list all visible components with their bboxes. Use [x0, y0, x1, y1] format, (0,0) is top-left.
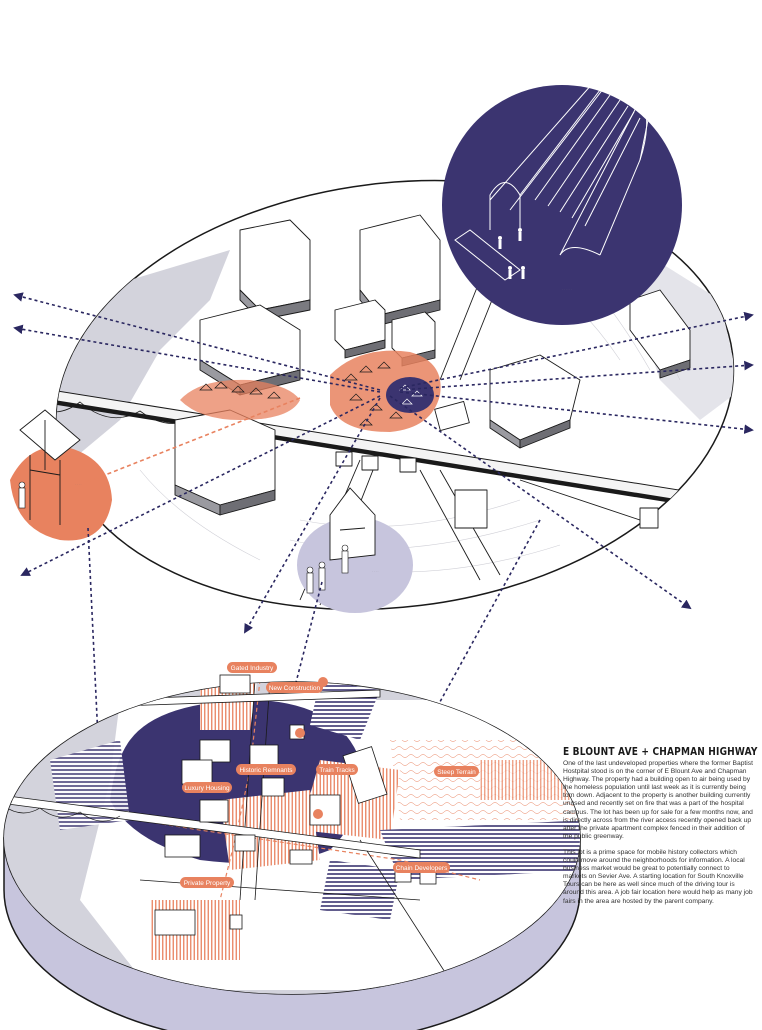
orange-connector	[61, 397, 301, 493]
map-tag-luxury-housing: Luxury Housing	[182, 782, 232, 793]
map-tag-private-property: Private Property	[180, 877, 234, 888]
kiosk-callout: · · · · ·	[10, 409, 112, 541]
svg-text:· · · · · ·: · · · · · ·	[562, 287, 572, 291]
lower-site-map	[3, 674, 581, 1030]
map-tags: Gated Industry New Construction Historic…	[180, 662, 479, 888]
info-paragraph-2: This lot is a prime space for mobile his…	[563, 848, 753, 905]
map-tag-chain-developers: Chain Developers	[393, 862, 450, 873]
dashed-connectors	[13, 292, 754, 886]
map-tag-gated-industry: Gated Industry	[227, 662, 277, 673]
svg-text:Chain Developers: Chain Developers	[396, 865, 448, 872]
svg-text:· · · · ·: · · · · ·	[75, 482, 83, 486]
map-tag-train-tracks: Train Tracks	[316, 764, 358, 775]
svg-text:Steep Terrain: Steep Terrain	[437, 769, 476, 776]
pavilion-callout: · · · · · ·	[442, 74, 682, 325]
buildings-top	[174, 214, 691, 529]
svg-text:· · · ·: · · · ·	[372, 569, 379, 573]
svg-text:Train Tracks: Train Tracks	[319, 767, 355, 774]
info-panel: E BLOUNT AVE + CHAPMAN HIGHWAY One of th…	[563, 746, 758, 914]
map-tag-new-construction: New Construction	[266, 682, 323, 693]
info-title: E BLOUNT AVE + CHAPMAN HIGHWAY	[563, 746, 758, 758]
map-tag-historic-remnants: Historic Remnants	[236, 764, 296, 775]
svg-text:Historic Remnants: Historic Remnants	[239, 767, 293, 774]
navy-activity-zone	[386, 377, 434, 413]
svg-text:New Construction: New Construction	[269, 685, 321, 692]
svg-text:Luxury Housing: Luxury Housing	[184, 785, 230, 792]
info-paragraph-1: One of the last undeveloped properties w…	[563, 760, 753, 840]
booth-callout: · · · ·	[297, 487, 413, 613]
map-tag-steep-terrain: Steep Terrain	[434, 766, 479, 777]
svg-text:Private Property: Private Property	[184, 880, 231, 887]
svg-text:Gated Industry: Gated Industry	[231, 665, 274, 672]
